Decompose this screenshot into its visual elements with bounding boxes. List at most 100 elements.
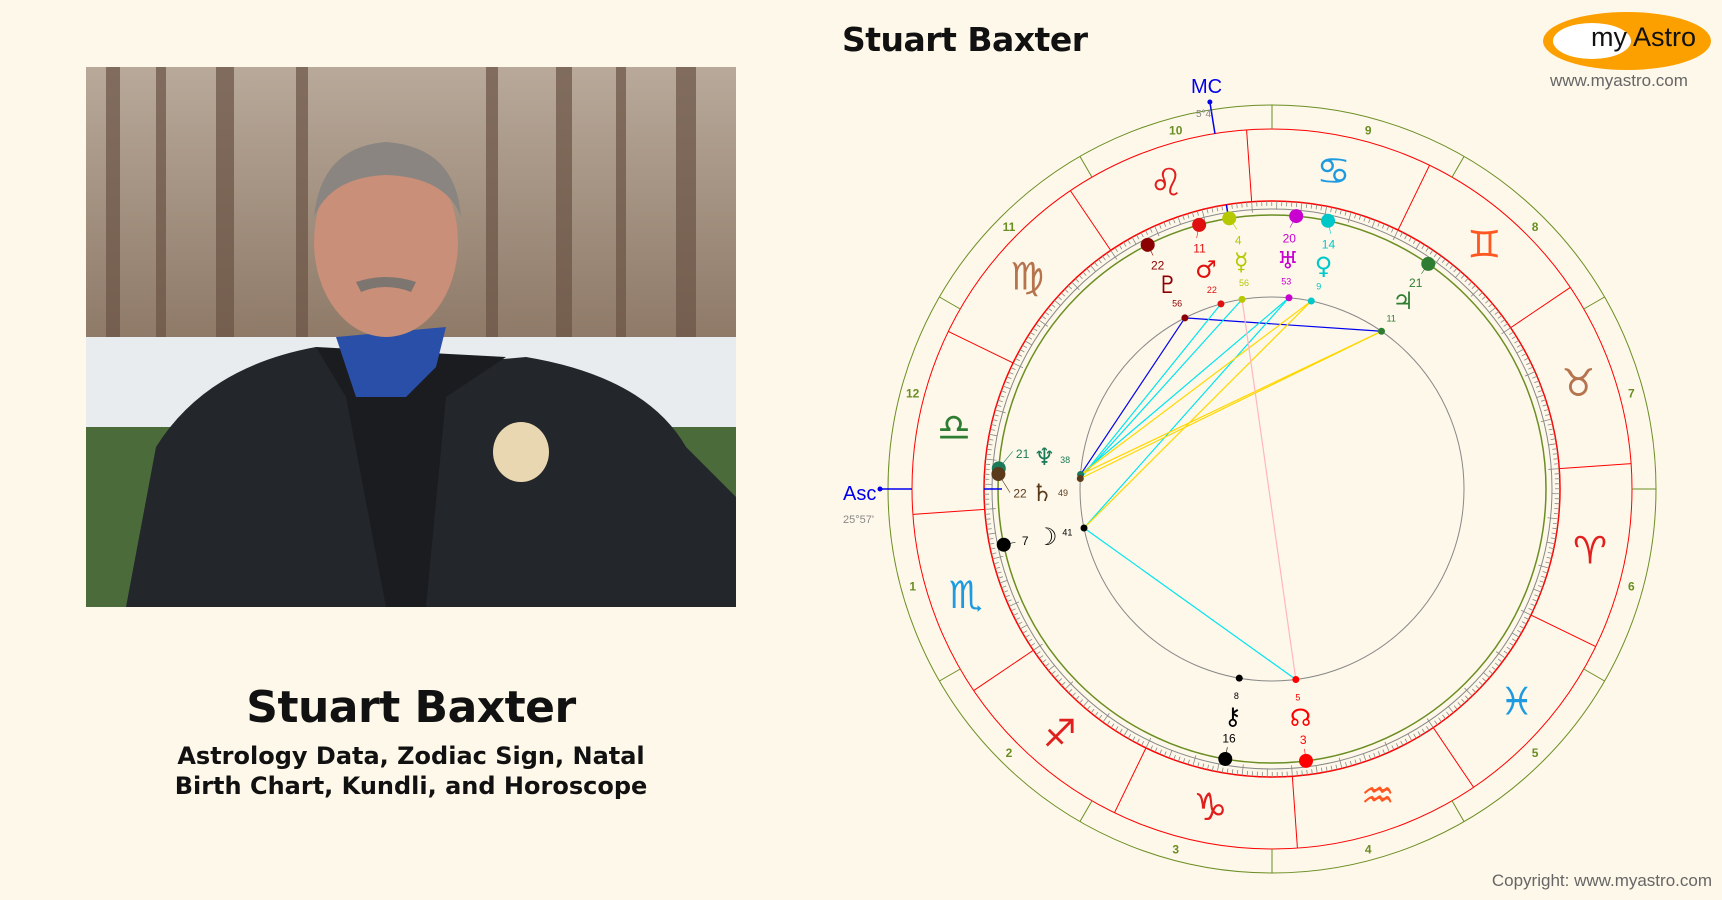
degree-tick — [1517, 629, 1522, 634]
asc-degree: 25°57' — [843, 514, 874, 526]
degree-tick — [1549, 433, 1555, 436]
degree-tick — [989, 433, 998, 437]
degree-tick — [1206, 208, 1209, 214]
house-number-4: 4 — [1365, 842, 1372, 856]
aspect-point-mars — [1217, 300, 1225, 308]
planet-degree-neptune: 21 — [1016, 447, 1030, 461]
aspect-line-uranus-neptune — [1080, 297, 1290, 475]
degree-tick — [1172, 218, 1176, 224]
degree-tick — [1207, 764, 1209, 770]
degree-tick — [1094, 261, 1098, 267]
degree-tick — [1010, 608, 1016, 612]
sign-boundary — [1530, 614, 1596, 647]
degree-tick — [1082, 700, 1089, 707]
copyright: Copyright: www.myastro.com — [1491, 871, 1712, 890]
house-cusp — [1079, 800, 1093, 822]
degree-tick — [1532, 598, 1538, 602]
planet-minutes-pluto: 56 — [1172, 299, 1182, 309]
planet-label-connector — [998, 451, 1013, 469]
degree-tick — [994, 409, 1006, 414]
degree-tick — [1534, 380, 1540, 384]
planet-label-connector — [1421, 263, 1429, 274]
degree-tick — [1136, 234, 1140, 240]
degree-tick — [987, 532, 996, 535]
planet-minutes-venus: 9 — [1316, 281, 1321, 291]
degree-tick — [1526, 362, 1531, 366]
degree-tick — [1048, 665, 1055, 671]
degree-tick — [1047, 307, 1053, 312]
degree-tick — [1412, 239, 1417, 244]
profile-subtitle-line1: Astrology Data, Zodiac Sign, Natal — [177, 742, 645, 770]
degree-tick — [1182, 758, 1186, 764]
degree-tick — [1163, 221, 1167, 227]
degree-tick — [1524, 616, 1529, 620]
sign-glyph-capricorn-icon: ♑︎ — [1193, 785, 1227, 829]
degree-tick — [985, 458, 997, 461]
degree-tick — [992, 419, 998, 422]
degree-tick — [986, 453, 992, 456]
degree-tick — [1464, 277, 1469, 283]
degree-tick — [1542, 571, 1548, 574]
degree-tick — [1017, 621, 1023, 625]
mercury-glyph-icon: ☿ — [1234, 248, 1249, 276]
degree-tick — [1545, 413, 1551, 416]
degree-tick — [1538, 564, 1550, 569]
degree-tick — [1197, 762, 1200, 768]
degree-tick — [1001, 585, 1007, 589]
degree-tick — [1546, 541, 1555, 545]
degree-tick — [1553, 458, 1559, 460]
logo-text: my Astro — [1591, 22, 1697, 52]
venus-glyph-icon: ♀ — [1315, 252, 1333, 280]
degree-tick — [1002, 385, 1011, 390]
degree-tick — [1168, 750, 1173, 759]
aspect-point-venus — [1307, 297, 1315, 305]
degree-tick — [991, 552, 997, 555]
degree-tick — [1548, 547, 1554, 550]
degree-tick — [1539, 580, 1545, 583]
degree-tick — [1071, 692, 1076, 697]
degree-tick — [1098, 714, 1103, 720]
degree-tick — [1211, 765, 1214, 771]
degree-tick — [1192, 755, 1197, 767]
degree-tick — [1511, 632, 1520, 638]
degree-tick — [1140, 232, 1144, 238]
degree-tick — [1132, 736, 1136, 742]
degree-tick — [1482, 677, 1487, 682]
degree-tick — [1236, 203, 1238, 209]
planet-degree-jupiter: 21 — [1409, 276, 1423, 290]
aspect-line-mercury-saturn — [1079, 298, 1243, 479]
north-node-glyph-icon: ☊ — [1290, 704, 1311, 732]
person-photo-illustration — [86, 67, 736, 607]
degree-tick — [1003, 590, 1009, 593]
aspect-point-north-node — [1292, 676, 1300, 684]
logo-url[interactable]: www.myastro.com — [1550, 71, 1688, 90]
degree-tick — [1541, 575, 1547, 579]
degree-tick — [1075, 278, 1080, 283]
degree-tick — [1523, 357, 1529, 361]
degree-tick — [1078, 274, 1083, 280]
neptune-glyph-icon: ♆ — [1034, 443, 1056, 471]
planet-minutes-north-node: 5 — [1295, 692, 1300, 702]
myastro-logo[interactable]: my Astro — [1543, 12, 1711, 70]
degree-tick — [1324, 206, 1328, 215]
degree-tick — [1377, 751, 1381, 757]
saturn-glyph-icon: ♄ — [1031, 479, 1053, 507]
degree-tick — [1552, 527, 1558, 530]
house-cusp — [1583, 668, 1605, 682]
degree-tick — [1051, 670, 1056, 675]
degree-tick — [1136, 738, 1140, 744]
degree-tick — [995, 566, 1001, 570]
sign-boundary — [1070, 190, 1112, 251]
degree-tick — [1158, 223, 1162, 229]
house-cusp — [1451, 800, 1465, 822]
degree-tick — [1315, 765, 1318, 774]
sign-boundary — [912, 508, 985, 515]
degree-tick — [1500, 319, 1506, 323]
degree-tick — [1448, 706, 1454, 713]
chart-title: Stuart Baxter — [842, 20, 1088, 59]
degree-tick — [1550, 438, 1556, 441]
degree-tick — [1421, 244, 1425, 250]
degree-tick — [1349, 760, 1353, 766]
degree-tick — [1524, 371, 1536, 377]
degree-tick — [1501, 327, 1511, 335]
